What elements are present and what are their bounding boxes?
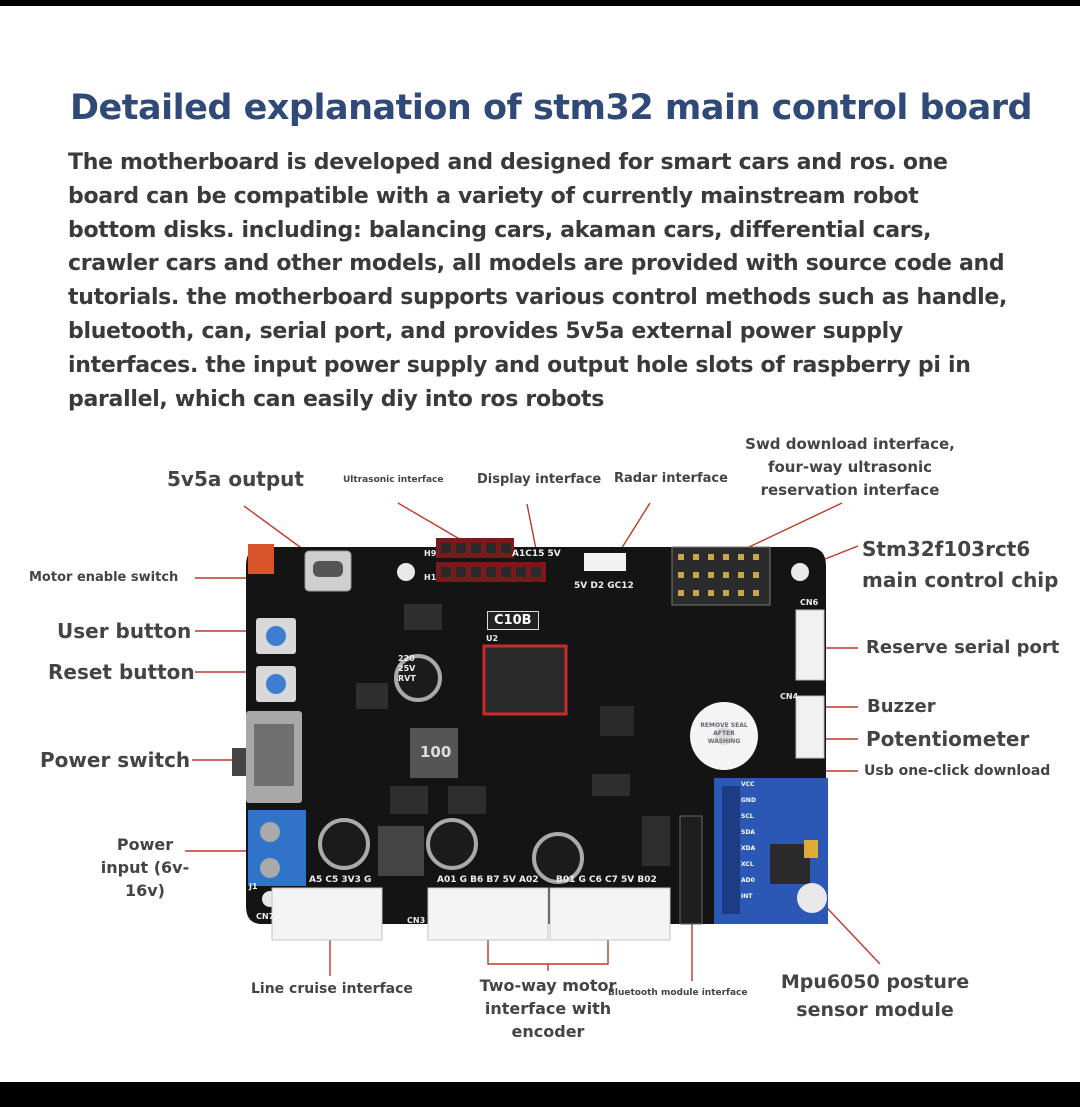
potentiometer-connector — [795, 695, 825, 759]
label-reset-button: Reset button — [48, 660, 195, 684]
mpu-pin: SCL — [741, 813, 754, 820]
label-chip: Stm32f103rct6 main control chip — [862, 537, 1059, 592]
mpu-pin: SDA — [741, 829, 755, 836]
mpu-pin-list: VCC GND SCL SDA XDA XCL AD0 INT — [741, 781, 763, 909]
label-usb-download: Usb one-click download — [864, 763, 1051, 779]
label-display: Display interface — [477, 472, 602, 487]
silk-buzzer-sticker: REMOVE SEAL AFTER WASHING — [700, 722, 748, 745]
label-motor-interface: Two-way motor interface with encoder — [479, 976, 617, 1041]
inductor — [410, 728, 458, 778]
silk-h1: H1 — [424, 573, 437, 582]
silk-u2: U2 — [486, 634, 499, 643]
page-title: Detailed explanation of stm32 main contr… — [70, 88, 1033, 128]
silk-cn7: CN7 — [256, 912, 275, 921]
silk-cap-220: 220 25V RVT — [398, 654, 416, 683]
serial-connector — [795, 609, 825, 681]
silk-board-name: C10B — [487, 611, 539, 630]
label-5v5a-output: 5v5a output — [167, 467, 304, 491]
silk-radar-pins: 5V D2 GC12 — [574, 581, 634, 591]
swd-header — [671, 546, 771, 606]
mpu-pin: XDA — [741, 845, 756, 852]
silk-h9: H9 — [424, 549, 437, 558]
label-user-button: User button — [57, 619, 192, 643]
label-bluetooth: Bluetooth module interface — [608, 988, 748, 998]
silk-header-pins: A1C15 5V — [512, 549, 561, 559]
radar-connector — [584, 553, 626, 571]
board-illustration — [185, 502, 881, 981]
silk-cn6: CN6 — [800, 598, 819, 607]
bluetooth-header — [679, 815, 703, 925]
label-ultrasonic: Ultrasonic interface — [343, 475, 444, 485]
silk-pins-mid: A01 G B6 B7 5V A02 — [437, 875, 539, 885]
mcu-chip — [482, 644, 568, 716]
description-text: The motherboard is developed and designe… — [68, 150, 1008, 412]
mpu-pin: INT — [741, 893, 753, 900]
silk-cn3: CN3 — [407, 916, 426, 925]
mpu-pin: VCC — [741, 781, 755, 788]
capacitors — [318, 654, 584, 884]
mpu-pin: XCL — [741, 861, 754, 868]
mpu-pin: GND — [741, 797, 756, 804]
label-reserve-serial: Reserve serial port — [866, 637, 1060, 658]
label-radar: Radar interface — [614, 471, 728, 486]
silk-pins-right: B01 G C6 C7 5V B02 — [556, 875, 657, 885]
silk-j1: J1 — [249, 882, 258, 891]
silk-cn4: CN4 — [780, 692, 799, 701]
label-motor-enable: Motor enable switch — [29, 570, 179, 585]
silk-pins-left: A5 C5 3V3 G — [309, 875, 372, 885]
label-line-cruise: Line cruise interface — [251, 981, 413, 997]
bottom-bar — [0, 1082, 1080, 1107]
label-buzzer: Buzzer — [867, 696, 936, 717]
label-swd: Swd download interface, four-way ultraso… — [745, 435, 955, 499]
mpu-pin: AD0 — [741, 877, 755, 884]
label-potentiometer: Potentiometer — [866, 727, 1030, 751]
label-mpu6050: Mpu6050 posture sensor module — [780, 971, 970, 1021]
label-power-input: Power input (6v-16v) — [100, 835, 190, 900]
label-power-switch: Power switch — [40, 748, 191, 772]
red-headers — [436, 538, 546, 582]
silk-inductor: 100 — [420, 743, 452, 761]
bottom-connectors — [271, 887, 671, 941]
motor-enable-switch — [248, 544, 274, 574]
product-page: Detailed explanation of stm32 main contr… — [0, 6, 1080, 1082]
